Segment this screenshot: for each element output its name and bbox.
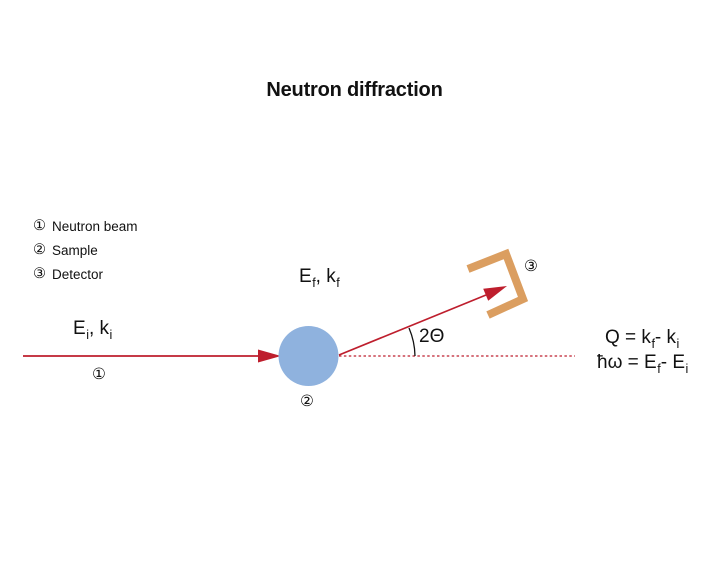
- scattered-beam-label: Ef, kf: [299, 266, 340, 290]
- scattered-label-symbol: E: [299, 266, 312, 287]
- angle-arc: [408, 327, 416, 357]
- marker-sample: ②: [300, 393, 314, 410]
- scattered-beam-arrow: [338, 286, 507, 356]
- legend-item-number: ②: [33, 242, 46, 258]
- incident-beam-arrowhead: [258, 349, 281, 363]
- scattered-label-symbol: , k: [315, 266, 336, 287]
- scattered-beam-line: [338, 294, 487, 356]
- formula-text: ħω = E: [597, 352, 657, 373]
- marker-neutron-beam: ①: [92, 366, 106, 383]
- legend: ① Neutron beam ② Sample ③ Detector: [33, 214, 138, 286]
- formula-text: Q = k: [605, 327, 651, 348]
- legend-item-neutron-beam: ① Neutron beam: [33, 214, 138, 238]
- formula-momentum-transfer: Q = kf- ki: [605, 327, 680, 351]
- figure-title: Neutron diffraction: [266, 79, 443, 101]
- formula-subscript: f: [651, 336, 655, 351]
- incident-label-symbol: E: [73, 318, 86, 339]
- scattered-label-subscript: f: [336, 275, 340, 290]
- formula-subscript: i: [685, 361, 689, 376]
- incident-label-symbol: , k: [88, 318, 110, 339]
- legend-item-detector: ③ Detector: [33, 262, 138, 286]
- incident-label-subscript: i: [86, 327, 89, 342]
- legend-item-sample: ② Sample: [33, 238, 138, 262]
- legend-item-number: ③: [33, 266, 46, 282]
- incident-beam-label: Ei, ki: [73, 318, 113, 342]
- formula-text: - k: [654, 327, 677, 348]
- legend-item-label: Detector: [52, 266, 104, 282]
- formula-text: - E: [660, 352, 685, 373]
- legend-item-number: ①: [33, 218, 46, 234]
- angle-label: 2Θ: [419, 326, 445, 347]
- marker-detector: ③: [524, 258, 538, 275]
- legend-item-label: Sample: [52, 242, 98, 258]
- detector-bracket: [466, 248, 529, 319]
- formula-subscript: f: [657, 361, 661, 376]
- incident-label-subscript: i: [109, 327, 113, 342]
- legend-item-label: Neutron beam: [52, 218, 138, 234]
- scattered-beam-arrowhead: [483, 286, 507, 301]
- formula-subscript: i: [676, 336, 680, 351]
- scattered-label-subscript: f: [312, 275, 316, 290]
- formula-energy-transfer: ħω = Ef- Ei: [597, 352, 689, 376]
- sample-circle: [278, 326, 339, 386]
- incident-beam-arrow: [23, 349, 281, 363]
